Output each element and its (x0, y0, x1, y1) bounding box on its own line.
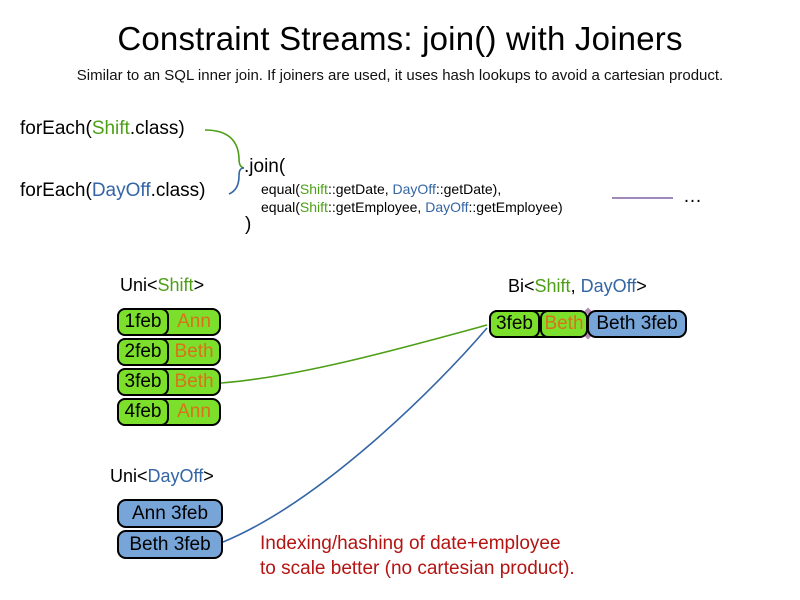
shift-date-cell: 1feb (117, 308, 169, 336)
bi-row: 3feb Beth Beth 3feb (489, 310, 687, 338)
code-text: ::getDate), (435, 181, 502, 197)
label-text: Bi< (508, 276, 535, 296)
code-joiner-employee: equal(Shift::getEmployee, DayOff::getEmp… (261, 199, 563, 215)
uni-shift-table: 1feb Ann 2feb Beth 3feb Beth 4feb Ann (117, 308, 221, 426)
code-join-close: ) (245, 214, 252, 235)
dayoff-row: Ann 3feb (117, 499, 223, 528)
label-text: > (636, 276, 647, 296)
code-text: equal( (261, 199, 300, 215)
code-shift-ref: Shift (299, 199, 328, 215)
code-text: ::getEmployee) (468, 199, 563, 215)
code-text: forEach( (20, 118, 92, 139)
shift-row: 3feb Beth (117, 368, 221, 396)
shift-employee-cell: Ann (177, 311, 211, 332)
code-text: ::getEmployee, (327, 199, 426, 215)
annotation-line: Indexing/hashing of date+employee (260, 533, 561, 554)
code-shift-class: Shift (91, 118, 130, 139)
label-text: > (203, 466, 214, 486)
label-text: Uni< (120, 275, 158, 295)
code-text: ::getDate, (327, 181, 393, 197)
code-text: .class) (150, 180, 206, 201)
bi-shift-employee-cell: Beth (539, 310, 588, 338)
label-text: , (570, 276, 581, 296)
label-shift-type: Shift (534, 276, 571, 296)
code-dayoff-ref: DayOff (425, 199, 469, 215)
code-ellipsis: … (683, 186, 702, 207)
shift-row: 1feb Ann (117, 308, 221, 336)
page-subtitle: Similar to an SQL inner join. If joiners… (76, 67, 724, 84)
bi-shift-part: 3feb Beth (489, 310, 588, 338)
shift-employee-cell: Beth (174, 341, 214, 362)
shift-to-bi-green-line (220, 324, 488, 384)
bi-shift-date-cell: 3feb (489, 310, 540, 338)
uni-shift-label: Uni<Shift> (120, 275, 204, 296)
shift-row: 2feb Beth (117, 338, 221, 366)
shift-date-cell: 2feb (117, 338, 169, 366)
dayoff-to-bi-blue-line (222, 327, 488, 543)
label-text: Uni< (110, 466, 148, 486)
code-shift-ref: Shift (299, 181, 328, 197)
label-shift-type: Shift (157, 275, 194, 295)
label-dayoff-type: DayOff (147, 466, 204, 486)
code-dayoff-class: DayOff (91, 180, 151, 201)
code-join-open: .join( (244, 156, 286, 177)
label-text: > (193, 275, 205, 295)
code-foreach-dayoff: forEach(DayOff.class) (20, 180, 206, 202)
annotation-line: to scale better (no cartesian product). (260, 558, 575, 579)
code-text: .class) (129, 118, 185, 139)
code-text: equal( (261, 181, 300, 197)
shift-date-cell: 4feb (117, 398, 169, 426)
code-text: forEach( (20, 180, 92, 201)
shift-employee-cell: Ann (177, 401, 211, 422)
code-dayoff-ref: DayOff (392, 181, 436, 197)
label-dayoff-type: DayOff (580, 276, 637, 296)
indexing-annotation: Indexing/hashing of date+employee to sca… (260, 531, 575, 581)
shift-employee-cell: Beth (174, 371, 214, 392)
dayoff-row: Beth 3feb (117, 530, 223, 559)
bi-dayoff-part: Beth 3feb (587, 310, 687, 338)
code-foreach-shift: forEach(Shift.class) (20, 118, 185, 140)
shift-date-cell: 3feb (117, 368, 169, 396)
uni-dayoff-table: Ann 3feb Beth 3feb (117, 499, 223, 559)
brace-green-line (204, 129, 245, 169)
bi-label: Bi<Shift, DayOff> (508, 276, 647, 297)
code-joiner-date: equal(Shift::getDate, DayOff::getDate), (261, 181, 501, 197)
shift-row: 4feb Ann (117, 398, 221, 426)
brace-blue-line (228, 167, 245, 195)
page-title: Constraint Streams: join() with Joiners (117, 20, 683, 57)
uni-dayoff-label: Uni<DayOff> (110, 466, 214, 487)
